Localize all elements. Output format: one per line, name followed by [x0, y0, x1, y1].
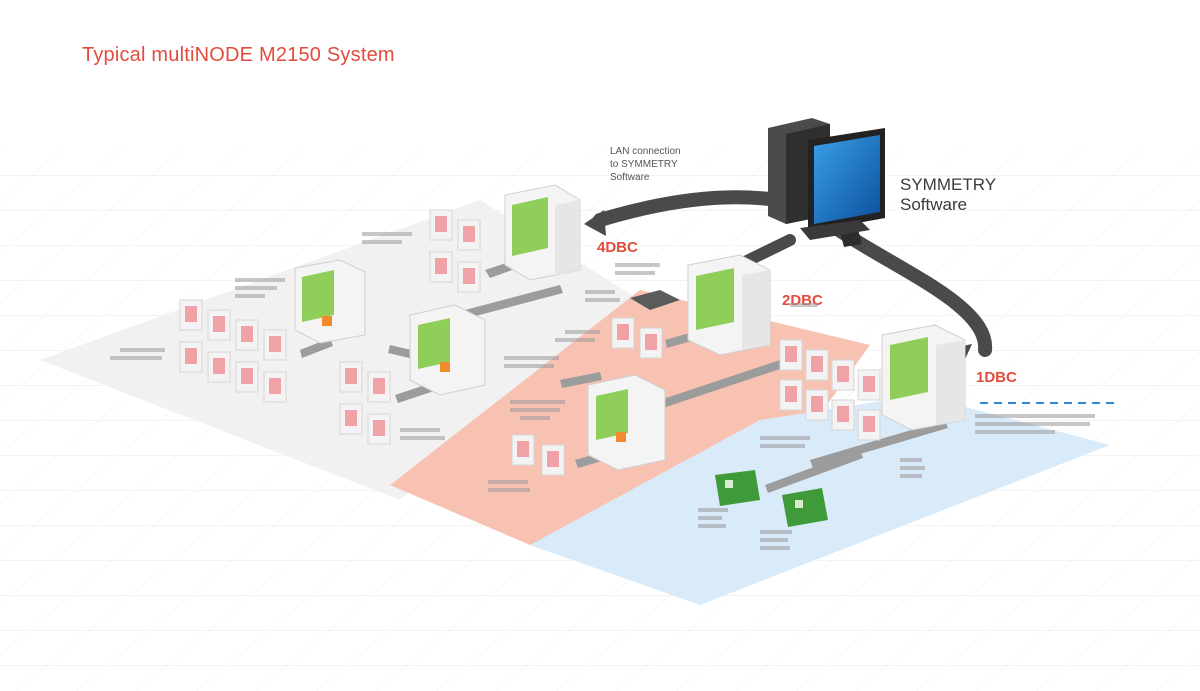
network-device [630, 290, 680, 310]
unreadable-labels [110, 232, 1095, 550]
controller-node-a [294, 259, 366, 344]
software-label-line1: SYMMETRY [900, 175, 996, 194]
cable-arrow-icon [584, 210, 606, 236]
controller-node-b [409, 304, 486, 396]
computer-icon [768, 118, 885, 247]
controller-2dbc [687, 254, 771, 356]
controller-4dbc-label: 4DBC [597, 239, 638, 256]
software-label-line2: Software [900, 195, 967, 214]
controller-1dbc [881, 324, 966, 431]
diagram-title: Typical multiNODE M2150 System [82, 44, 395, 66]
controller-1dbc-label: 1DBC [976, 369, 1017, 386]
lan-note-line1: LAN connection [610, 146, 681, 157]
interface-boards [715, 470, 828, 527]
controller-4dbc [504, 184, 581, 281]
controller-node-c [587, 374, 666, 471]
lan-note-line2: to SYMMETRY [610, 159, 678, 170]
lan-connection-note: LAN connection to SYMMETRY Software [610, 145, 720, 184]
lan-note-line3: Software [610, 172, 650, 183]
reader-panels [185, 216, 875, 467]
